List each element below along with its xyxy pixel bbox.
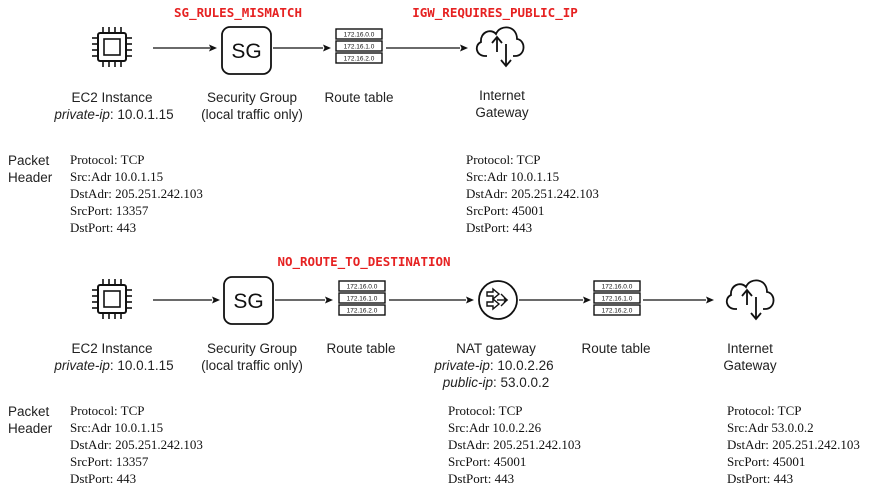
route-entry-ip: 172.16.1.0 [344, 44, 375, 51]
route-entry-ip: 172.16.2.0 [344, 56, 375, 63]
packet-header-line: SrcPort: 45001 [448, 454, 526, 469]
route-table-icon: 172.16.0.0 172.16.1.0 172.16.2.0 [335, 28, 383, 64]
packet-header-line: Protocol: TCP [70, 152, 145, 167]
route-table-label: Route table [581, 341, 650, 356]
internet-gateway-label-2: Gateway [723, 358, 777, 373]
route-entry-ip: 172.16.0.0 [347, 284, 378, 291]
packet-header-label-1: Packet [8, 153, 50, 168]
route-entry-box [335, 52, 383, 64]
route-entry-ip: 172.16.2.0 [602, 308, 633, 315]
route-entry-box [593, 280, 641, 292]
svg-text:SG: SG [231, 40, 261, 63]
internet-gateway-icon [475, 26, 525, 67]
packet-header-line: DstPort: 443 [70, 471, 136, 486]
route-entry-box [335, 40, 383, 52]
arrowhead [325, 296, 333, 304]
error-sg-rules-mismatch: SG_RULES_MISMATCH [174, 5, 302, 21]
route-entry-box [593, 292, 641, 304]
nat-gateway-public-ip: public-ip: 53.0.0.2 [442, 375, 550, 390]
packet-header-line: DstPort: 443 [70, 220, 136, 235]
nat-gateway-icon [478, 280, 518, 320]
packet-header-label-2: Header [8, 421, 53, 436]
packet-header-line: Src:Adr 53.0.0.2 [727, 420, 814, 435]
arrowhead [212, 296, 220, 304]
flow-2: NO_ROUTE_TO_DESTINATION EC2 Instance pri… [8, 254, 860, 486]
packet-header-line: DstAdr: 205.251.242.103 [466, 186, 599, 201]
packet-header-line: SrcPort: 45001 [727, 454, 805, 469]
route-entry-box [335, 28, 383, 40]
nat-gateway-label: NAT gateway [456, 341, 536, 356]
packet-header-line: DstAdr: 205.251.242.103 [448, 437, 581, 452]
arrowhead [323, 44, 331, 52]
error-igw-requires-public-ip: IGW_REQUIRES_PUBLIC_IP [412, 5, 578, 21]
route-entry-box [338, 292, 386, 304]
packet-header-line: DstPort: 443 [448, 471, 514, 486]
packet-header-line: SrcPort: 45001 [466, 203, 544, 218]
packet-header-label-1: Packet [8, 404, 50, 419]
security-group-icon: SG [221, 26, 272, 75]
security-group-icon: SG [223, 276, 274, 325]
route-entry-box [593, 304, 641, 316]
route-table-label: Route table [324, 90, 393, 105]
packet-header-line: Protocol: TCP [70, 403, 145, 418]
packet-header-line: Protocol: TCP [448, 403, 523, 418]
packet-header-line: DstPort: 443 [466, 220, 532, 235]
packet-header-line: DstAdr: 205.251.242.103 [70, 437, 203, 452]
security-group-label: Security Group [207, 90, 297, 105]
route-entry-ip: 172.16.1.0 [347, 296, 378, 303]
route-entry-box [338, 280, 386, 292]
ec2-instance-icon [91, 278, 133, 320]
security-group-note: (local traffic only) [201, 358, 303, 373]
arrowhead [460, 44, 468, 52]
route-entry-box [338, 304, 386, 316]
flow-1: SG_RULES_MISMATCH IGW_REQUIRES_PUBLIC_IP… [8, 5, 599, 235]
ec2-instance-label: EC2 Instance [71, 90, 152, 105]
internet-gateway-label-1: Internet [479, 88, 525, 103]
ec2-instance-label: EC2 Instance [71, 341, 152, 356]
route-entry-ip: 172.16.2.0 [347, 308, 378, 315]
ec2-instance-icon [91, 26, 133, 68]
arrowhead [466, 296, 474, 304]
svg-text:SG: SG [233, 290, 263, 313]
route-table-icon: 172.16.0.0 172.16.1.0 172.16.2.0 [593, 280, 641, 316]
route-entry-ip: 172.16.0.0 [344, 32, 375, 39]
security-group-note: (local traffic only) [201, 107, 303, 122]
nat-gateway-private-ip: private-ip: 10.0.2.26 [433, 358, 553, 373]
ec2-instance-ip: private-ip: 10.0.1.15 [53, 358, 173, 373]
packet-header-line: Src:Adr 10.0.1.15 [70, 169, 163, 184]
packet-header-line: DstAdr: 205.251.242.103 [70, 186, 203, 201]
route-table-label: Route table [326, 341, 395, 356]
internet-gateway-label-1: Internet [727, 341, 773, 356]
packet-header-line: SrcPort: 13357 [70, 454, 149, 469]
arrowhead [706, 296, 714, 304]
packet-header-line: Src:Adr 10.0.1.15 [70, 420, 163, 435]
packet-header-line: Src:Adr 10.0.2.26 [448, 420, 542, 435]
ec2-instance-ip: private-ip: 10.0.1.15 [53, 107, 173, 122]
internet-gateway-icon [725, 279, 775, 320]
route-table-icon: 172.16.0.0 172.16.1.0 172.16.2.0 [338, 280, 386, 316]
packet-header-line: DstPort: 443 [727, 471, 793, 486]
route-entry-ip: 172.16.0.0 [602, 284, 633, 291]
packet-header-line: SrcPort: 13357 [70, 203, 149, 218]
packet-header-line: Src:Adr 10.0.1.15 [466, 169, 559, 184]
arrowhead [583, 296, 591, 304]
packet-header-line: Protocol: TCP [727, 403, 802, 418]
route-entry-ip: 172.16.1.0 [602, 296, 633, 303]
security-group-label: Security Group [207, 341, 297, 356]
error-no-route-to-destination: NO_ROUTE_TO_DESTINATION [277, 254, 450, 270]
packet-header-line: Protocol: TCP [466, 152, 541, 167]
arrowhead [209, 44, 217, 52]
internet-gateway-label-2: Gateway [475, 105, 529, 120]
packet-header-line: DstAdr: 205.251.242.103 [727, 437, 860, 452]
packet-header-label-2: Header [8, 170, 53, 185]
